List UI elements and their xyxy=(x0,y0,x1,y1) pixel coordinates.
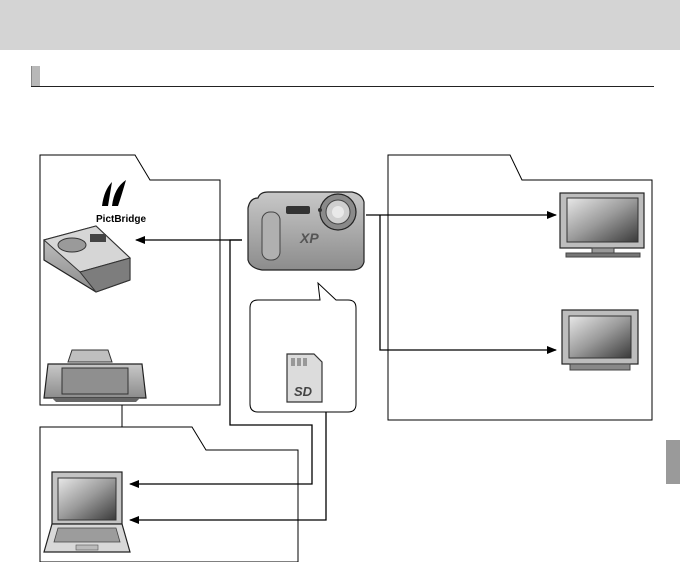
sd-logo-text: SD xyxy=(294,384,313,399)
camera-model-text: XP xyxy=(299,230,319,246)
laptop-illustration xyxy=(44,472,130,552)
pictbridge-label: PictBridge xyxy=(96,214,146,225)
tv-illustration-bottom xyxy=(562,310,638,370)
tv-illustration-top xyxy=(560,193,644,257)
